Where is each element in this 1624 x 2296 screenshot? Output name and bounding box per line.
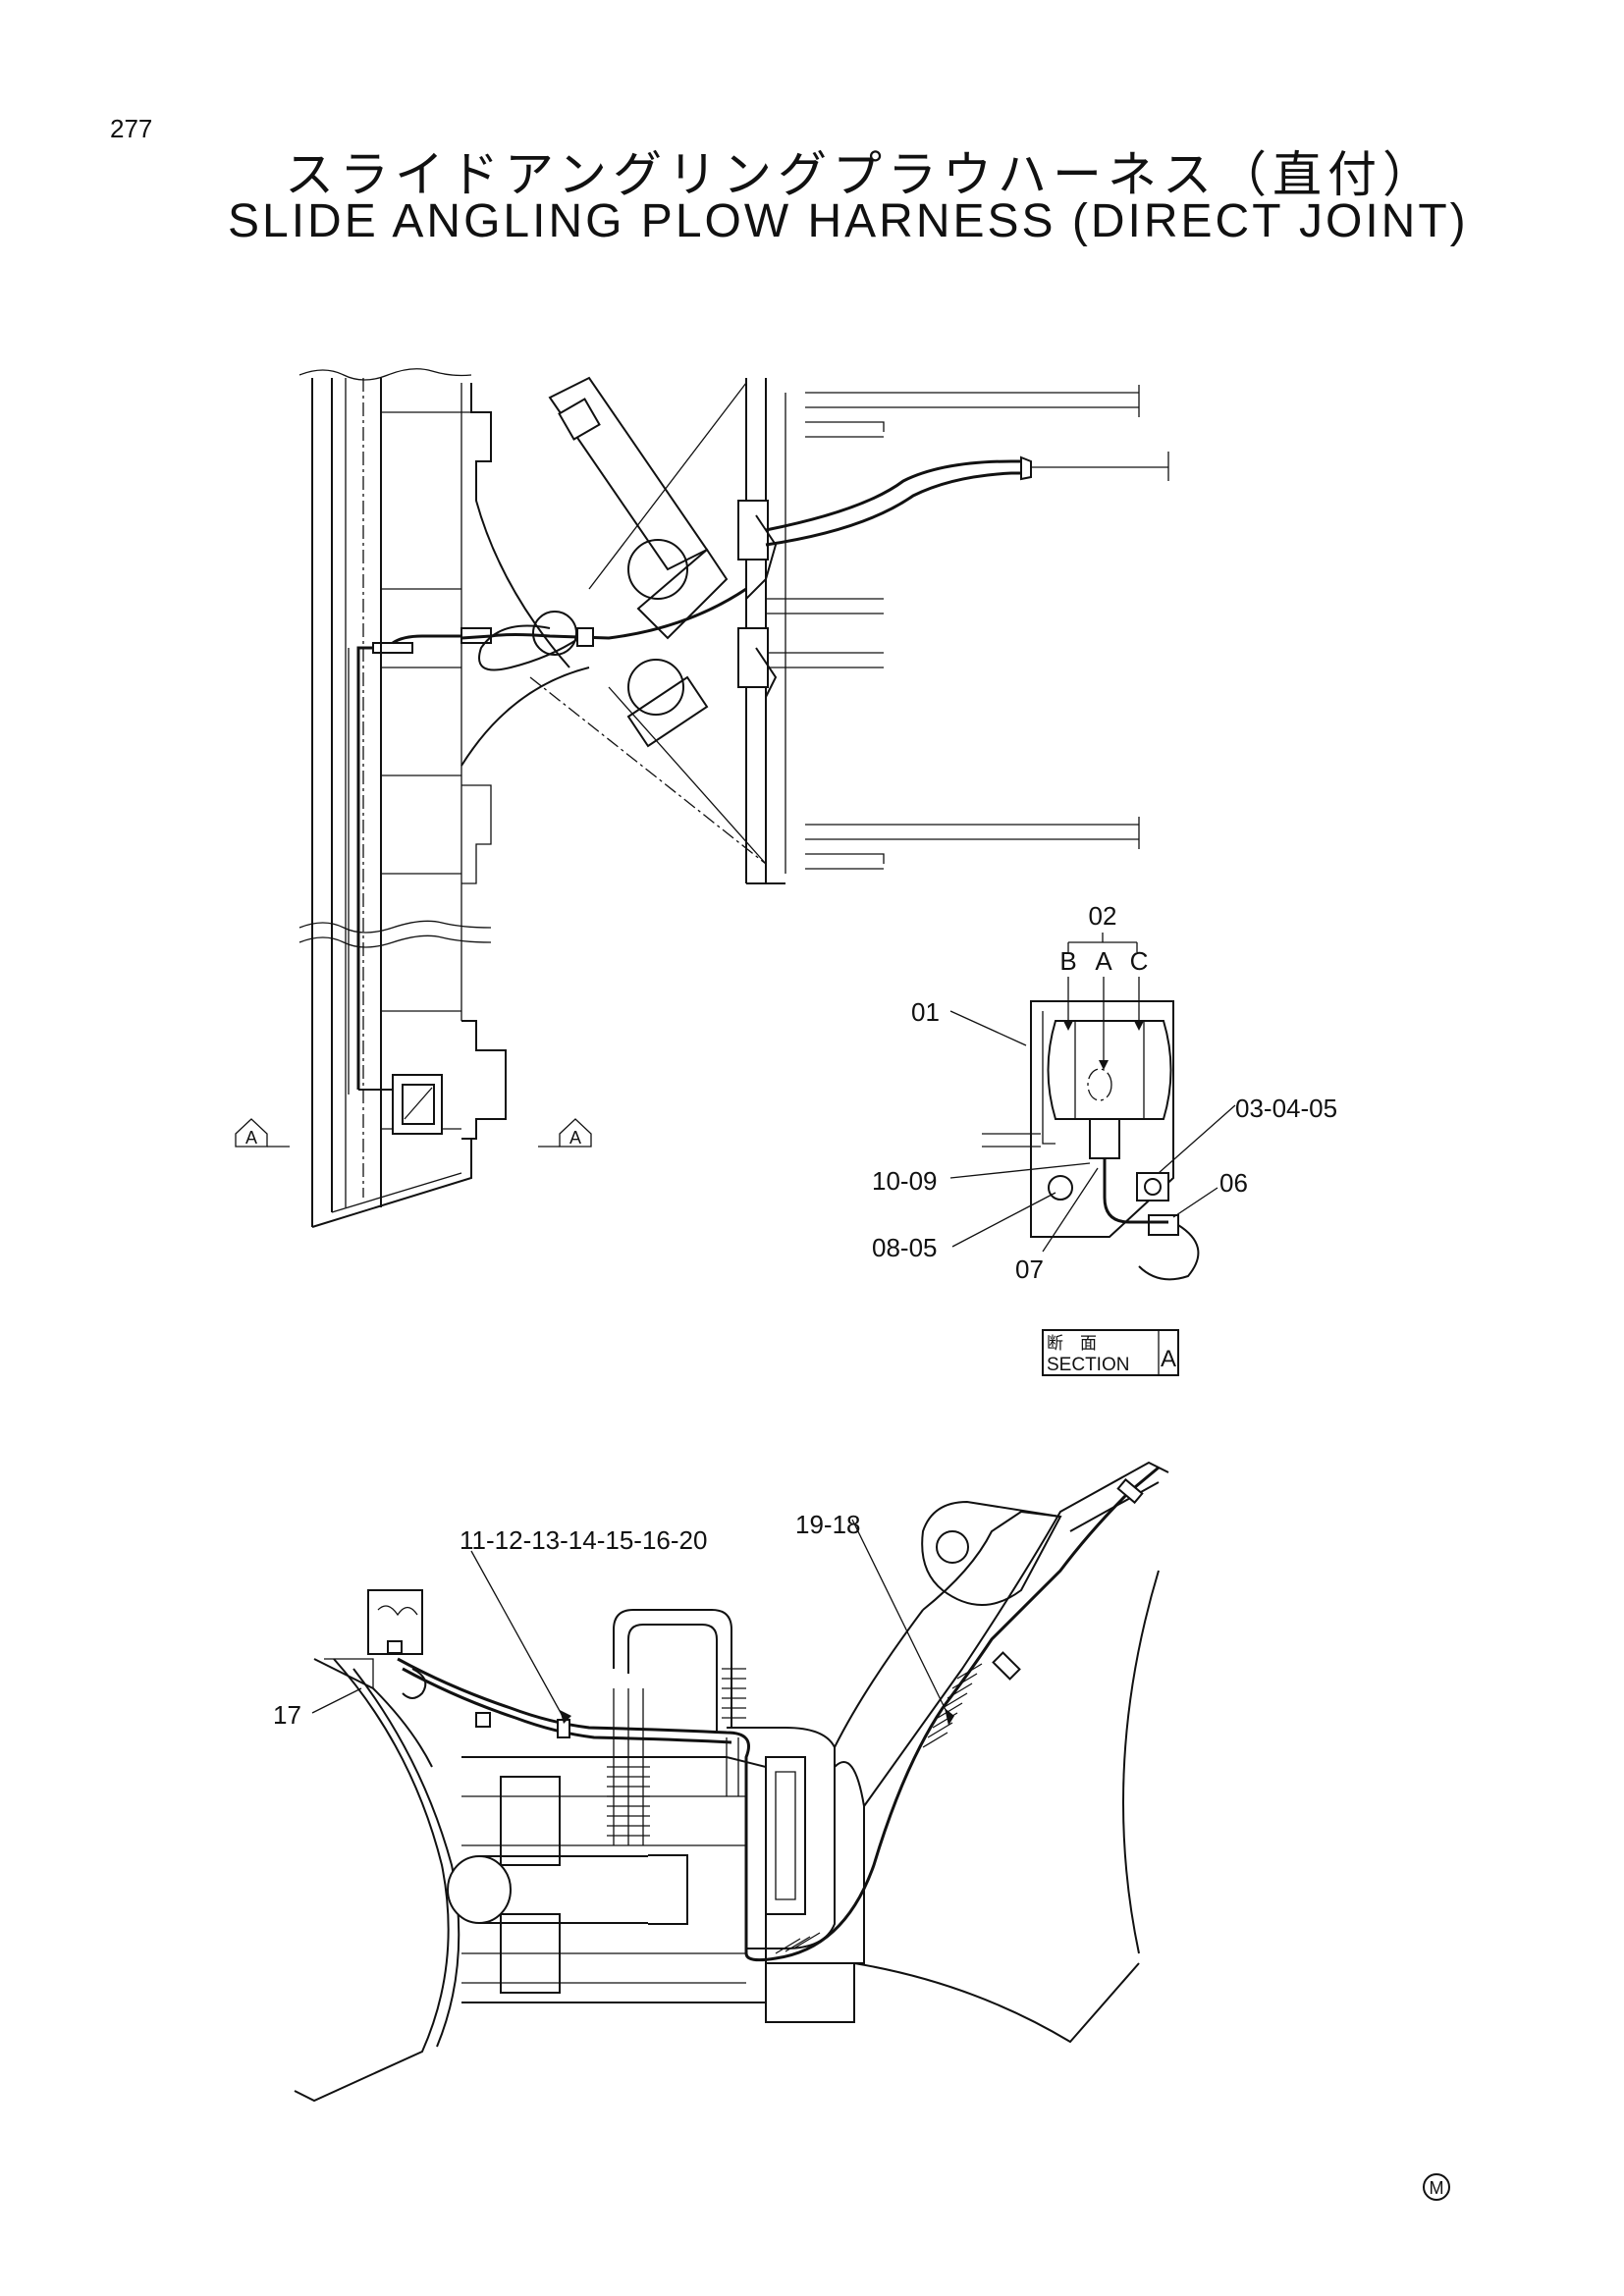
title-english: SLIDE ANGLING PLOW HARNESS (DIRECT JOINT… <box>228 195 1469 247</box>
section-a-label <box>1042 1329 1179 1376</box>
callout-a: A <box>1095 946 1112 976</box>
callout-03-04-05: 03-04-05 <box>1235 1094 1337 1123</box>
maker-mark-letter: M <box>1430 2178 1444 2198</box>
callout-b: B <box>1059 946 1076 976</box>
callout-06: 06 <box>1219 1168 1248 1198</box>
top-view-drawing <box>235 368 1169 1228</box>
section-label-en: SECTION <box>1047 1355 1129 1375</box>
section-label-jp: 断 面 <box>1047 1334 1097 1353</box>
callout-07: 07 <box>1015 1255 1044 1284</box>
section-label-letter: A <box>1161 1346 1176 1372</box>
callout-02: 02 <box>1089 901 1117 931</box>
callout-c: C <box>1130 946 1149 976</box>
section-marker-right: A <box>569 1128 581 1148</box>
callout-11-12-13-14-15-16-20: 11-12-13-14-15-16-20 <box>460 1525 707 1555</box>
callout-01: 01 <box>911 997 940 1027</box>
section-a-detail <box>949 933 1236 1281</box>
callout-17: 17 <box>273 1700 301 1730</box>
section-marker-left: A <box>245 1128 257 1148</box>
title-japanese: スライドアングリングプラウハーネス（直付） <box>285 146 1437 203</box>
page-number: 277 <box>110 114 153 143</box>
callout-08-05: 08-05 <box>872 1233 938 1262</box>
perspective-view-drawing <box>294 1461 1169 2103</box>
maker-mark-icon <box>1423 2173 1450 2201</box>
callout-19-18: 19-18 <box>795 1510 861 1539</box>
callout-10-09: 10-09 <box>872 1166 938 1196</box>
